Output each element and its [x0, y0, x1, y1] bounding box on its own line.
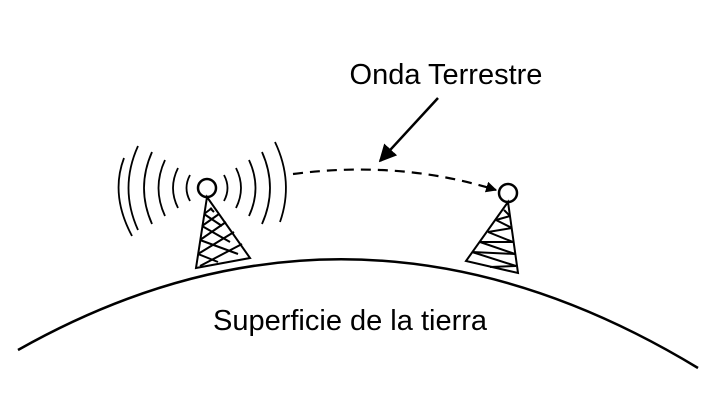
- ground-wave-path: [292, 168, 498, 193]
- wave-label: Onda Terrestre: [350, 59, 543, 91]
- receiver-antenna-icon: [497, 182, 519, 204]
- receiver-tower-icon: [464, 199, 520, 275]
- transmitter-tower-icon: [194, 194, 252, 270]
- label-pointer-arrow: [378, 97, 439, 163]
- transmitter-tower: [194, 177, 252, 270]
- surface-label: Superficie de la tierra: [213, 305, 488, 337]
- receiver-tower: [464, 182, 520, 275]
- transmitter-antenna-icon: [196, 177, 218, 199]
- radio-waves-icon: [117, 141, 287, 237]
- earth-surface-curve: [17, 258, 699, 370]
